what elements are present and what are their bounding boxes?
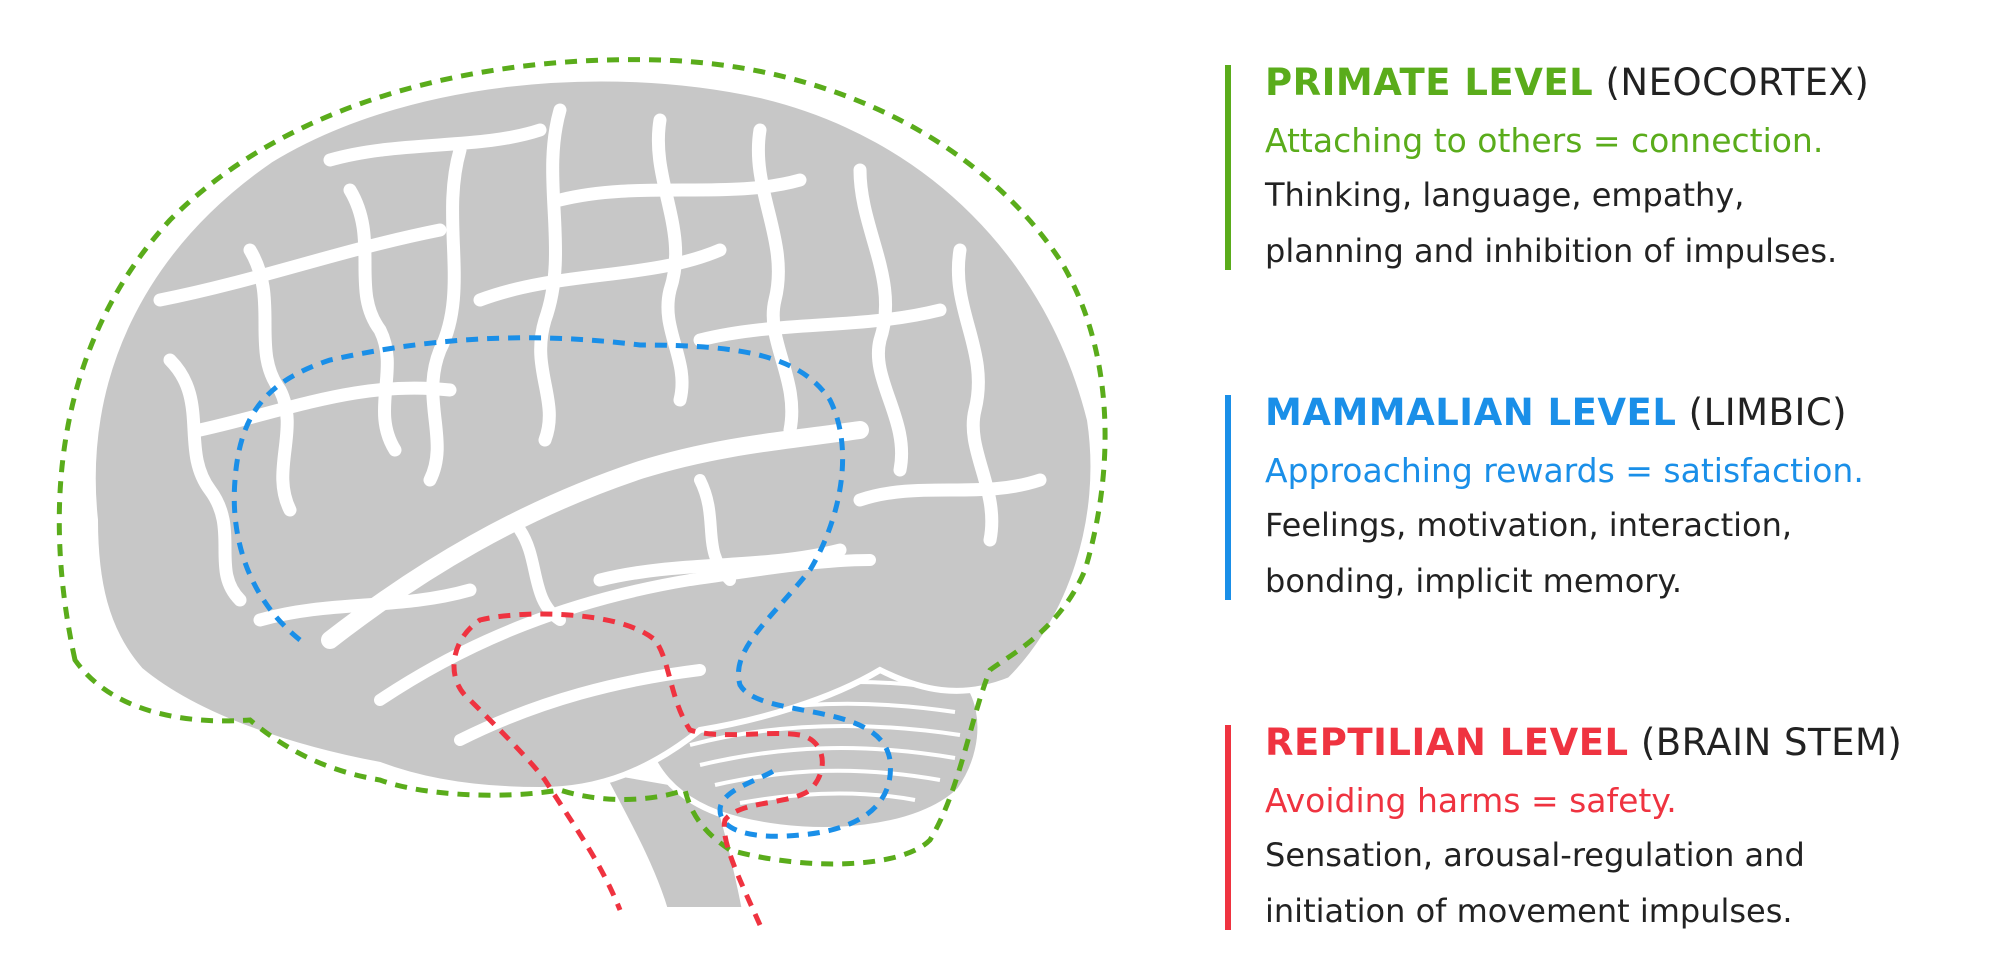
reptilian-level-heading: REPTILIAN LEVEL (BRAIN STEM) bbox=[1265, 715, 1985, 771]
brain-sulci bbox=[153, 103, 1047, 627]
reptilian-level-sub: (BRAIN STEM) bbox=[1640, 721, 1903, 764]
limbic-outline bbox=[231, 335, 893, 839]
mammalian-level-heading: MAMMALIAN LEVEL (LIMBIC) bbox=[1265, 385, 1985, 441]
reptilian-level-name: REPTILIAN LEVEL bbox=[1265, 721, 1629, 764]
primate-level-name: PRIMATE LEVEL bbox=[1265, 61, 1594, 104]
brainstem-outline bbox=[451, 611, 825, 927]
primate-desc-line-1: Thinking, language, empathy, bbox=[1265, 176, 1745, 214]
reptilian-desc-line-2: initiation of movement impulses. bbox=[1265, 892, 1793, 930]
reptilian-desc-line-1: Sensation, arousal-regulation and bbox=[1265, 836, 1805, 874]
cerebrum bbox=[89, 75, 1097, 794]
primate-accent-bar bbox=[1225, 65, 1231, 270]
reptilian-level-description: Sensation, arousal-regulation and initia… bbox=[1265, 827, 1985, 939]
mammalian-level-tagline: Approaching rewards = satisfaction. bbox=[1265, 451, 1864, 490]
primate-desc-line-2: planning and inhibition of impulses. bbox=[1265, 232, 1838, 270]
mammalian-level-description: Feelings, motivation, interaction, bondi… bbox=[1265, 497, 1985, 609]
mammalian-desc-line-2: bonding, implicit memory. bbox=[1265, 562, 1682, 600]
lateral-fissure bbox=[321, 421, 869, 649]
primate-level-tagline: Attaching to others = connection. bbox=[1265, 121, 1824, 160]
primate-level-heading: PRIMATE LEVEL (NEOCORTEX) bbox=[1265, 55, 1985, 111]
neocortex-outline bbox=[56, 57, 1108, 867]
primate-level-description: Thinking, language, empathy, planning an… bbox=[1265, 167, 1985, 279]
mammalian-desc-line-1: Feelings, motivation, interaction, bbox=[1265, 506, 1793, 544]
mammalian-accent-bar bbox=[1225, 395, 1231, 600]
primate-level-sub: (NEOCORTEX) bbox=[1605, 61, 1870, 104]
mammalian-level-sub: (LIMBIC) bbox=[1688, 391, 1848, 434]
brain-illustration bbox=[56, 57, 1108, 927]
mammalian-level-name: MAMMALIAN LEVEL bbox=[1265, 391, 1677, 434]
reptilian-accent-bar bbox=[1225, 725, 1231, 930]
reptilian-level-tagline: Avoiding harms = safety. bbox=[1265, 781, 1677, 820]
